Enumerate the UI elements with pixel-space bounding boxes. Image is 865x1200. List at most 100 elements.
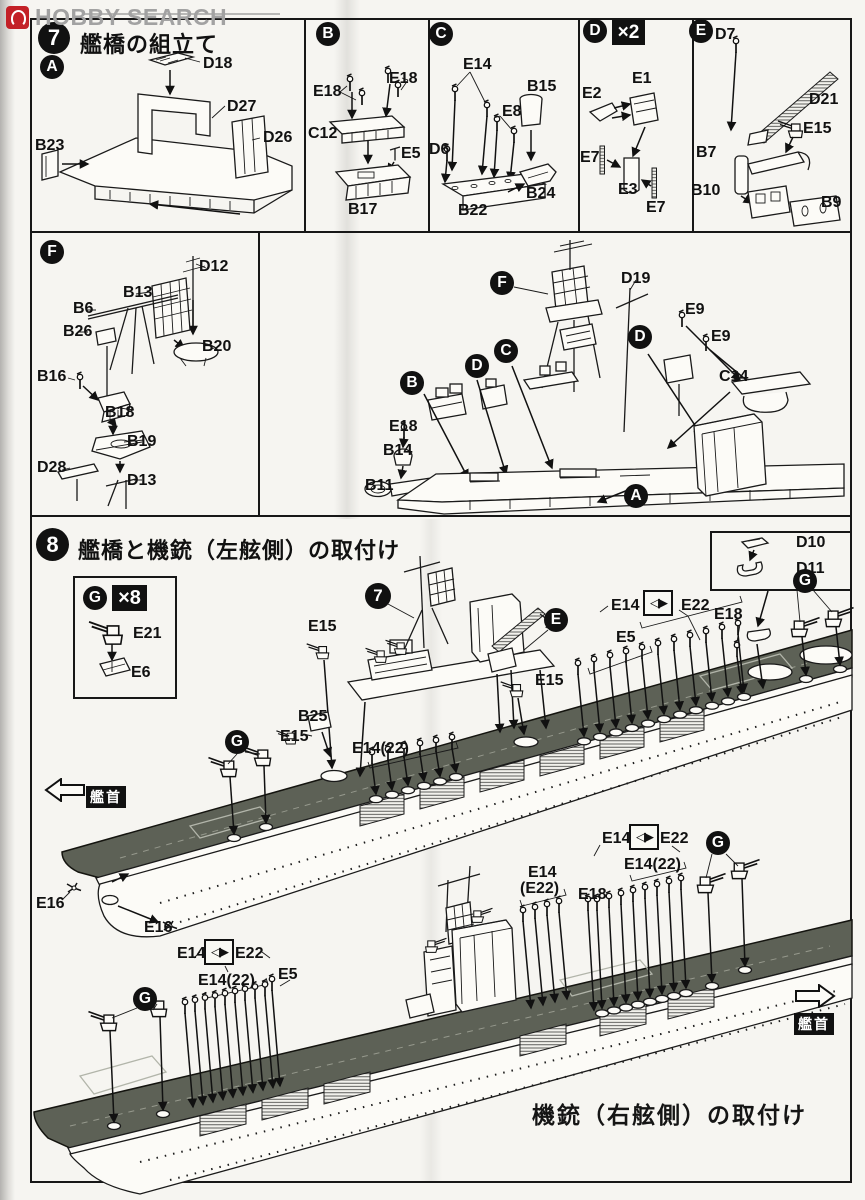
part-label: C14: [719, 368, 749, 385]
part-label: E14(22): [352, 740, 409, 757]
section-badge: E: [544, 608, 568, 632]
part-label: E22: [660, 830, 689, 847]
part-label: B16: [37, 368, 67, 385]
part-label: B17: [348, 201, 378, 218]
part-label: E18: [313, 83, 342, 100]
part-label: D6: [429, 141, 450, 158]
part-label: E16: [36, 895, 65, 912]
step8-number-badge: 8: [36, 528, 69, 561]
part-label: B13: [123, 284, 153, 301]
section-badge: F: [490, 271, 514, 295]
section-badge: A: [624, 484, 648, 508]
part-label: B22: [458, 202, 488, 219]
part-label: D12: [199, 258, 229, 275]
part-label: D26: [263, 129, 293, 146]
panel-step8: [30, 515, 852, 1183]
bow-direction-marker: 艦首: [794, 983, 865, 1035]
part-label: B26: [63, 323, 93, 340]
section-badge: C: [494, 339, 518, 363]
part-label: E7: [580, 149, 600, 166]
part-label: D27: [227, 98, 257, 115]
part-label: B9: [821, 194, 842, 211]
panel-g-multiplier: [73, 576, 177, 699]
part-label: E1: [632, 70, 652, 87]
part-label: (E22): [520, 880, 560, 897]
part-label: E18: [714, 606, 743, 623]
section-badge: D: [465, 354, 489, 378]
section-badge: G: [225, 730, 249, 754]
part-label: E9: [711, 328, 731, 345]
part-label: D21: [809, 91, 839, 108]
part-label: E18: [578, 886, 607, 903]
section-badge: 7: [365, 583, 391, 609]
step8-title: 艦橋と機銃（左舷側）の取付け: [78, 538, 401, 563]
step7-title: 艦橋の組立て: [80, 32, 219, 57]
section-badge: D: [628, 325, 652, 349]
part-label: E14(22): [624, 856, 681, 873]
section-badge: F: [40, 240, 64, 264]
part-label: D13: [127, 472, 157, 489]
either-or-symbol: ◁▶: [204, 939, 234, 965]
part-label: B10: [691, 182, 721, 199]
part-label: B23: [35, 137, 65, 154]
part-label: E14: [177, 945, 206, 962]
section-badge: A: [40, 55, 64, 79]
either-or-symbol: ◁▶: [629, 824, 659, 850]
part-label: E5: [278, 966, 298, 983]
starboard-caption: 機銃（右舷側）の取付け: [532, 1102, 807, 1128]
panel-bridge-assembly: [258, 231, 852, 517]
part-label: E9: [685, 301, 705, 318]
part-label: E18: [389, 70, 418, 87]
hobbysearch-logo-text: HOBBY SEARCH: [35, 4, 228, 30]
part-label: B18: [105, 404, 135, 421]
section-badge: G: [793, 569, 817, 593]
bow-arrow-icon: [44, 777, 85, 803]
part-label: E3: [618, 181, 638, 198]
part-label: E2: [582, 85, 602, 102]
part-label: C12: [308, 125, 338, 142]
part-label: B6: [73, 300, 94, 317]
part-label: D10: [796, 534, 826, 551]
part-label: D28: [37, 459, 67, 476]
section-badge: C: [429, 22, 453, 46]
part-label: E5: [616, 629, 636, 646]
section-badge: B: [316, 22, 340, 46]
section-badge: G: [706, 831, 730, 855]
bow-direction-marker: 艦首: [44, 777, 126, 808]
section-badge: G: [133, 987, 157, 1011]
step7-number-badge: 7: [38, 22, 70, 54]
section-badge: D: [583, 19, 607, 43]
part-label: E22: [235, 945, 264, 962]
bow-label: 艦首: [794, 1013, 834, 1035]
part-label: B25: [298, 708, 328, 725]
panel-d10-d11-inset: [710, 531, 852, 591]
hobbysearch-logo-icon: [6, 6, 29, 29]
part-label: E14: [611, 597, 640, 614]
part-label: B20: [202, 338, 232, 355]
bow-arrow-icon: [795, 983, 836, 1009]
part-label: B24: [526, 185, 556, 202]
logo-rule: [84, 13, 280, 15]
part-label: E15: [308, 618, 337, 635]
part-label: E14: [463, 56, 492, 73]
part-label: E14(22): [198, 972, 255, 989]
part-label: E15: [803, 120, 832, 137]
part-label: E15: [535, 672, 564, 689]
part-label: D18: [203, 55, 233, 72]
part-label: E22: [681, 597, 710, 614]
part-label: E18: [389, 418, 418, 435]
section-badge: E: [689, 19, 713, 43]
multiplier-x2: ×2: [612, 20, 645, 45]
part-label: E5: [401, 145, 421, 162]
either-or-symbol: ◁▶: [643, 590, 673, 616]
part-label: E21: [133, 625, 162, 642]
part-label: E15: [280, 728, 309, 745]
part-label: E7: [646, 199, 666, 216]
part-label: D19: [621, 270, 651, 287]
part-label: B15: [527, 78, 557, 95]
part-label: E14: [602, 830, 631, 847]
hobbysearch-watermark: HOBBY SEARCH: [6, 6, 227, 29]
multiplier-x8: ×8: [112, 585, 147, 611]
part-label: E8: [502, 103, 522, 120]
